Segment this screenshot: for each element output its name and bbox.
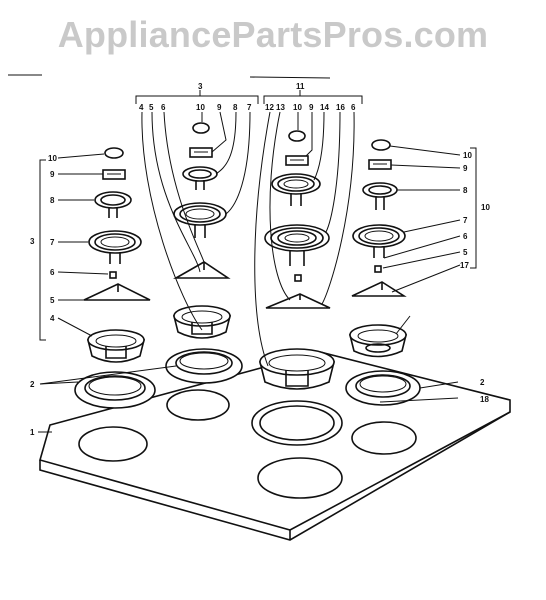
callout-eighteen: 18 xyxy=(480,395,489,404)
callout-top-center-1: 13 xyxy=(276,103,285,112)
callout-top-left-5: 8 xyxy=(233,103,238,112)
callout-top-left-6: 7 xyxy=(247,103,252,112)
callout-top-left-3: 10 xyxy=(196,103,205,112)
drip-bowl-left xyxy=(86,329,146,363)
element-small-rear-left xyxy=(182,166,218,190)
trim-ring-left xyxy=(74,371,156,409)
callout-two-right: 2 xyxy=(480,378,485,387)
callout-left-col-5: 5 xyxy=(50,296,55,305)
callout-top-left-2: 6 xyxy=(161,103,166,112)
callout-two-left: 2 xyxy=(30,380,35,389)
burner-hole-rear-left xyxy=(166,389,230,421)
cap-left xyxy=(104,147,124,159)
watermark: AppliancePartsPros.com xyxy=(57,14,489,55)
callout-group-right: 10 xyxy=(481,203,490,212)
burner-hole-front-left xyxy=(78,426,148,462)
callout-left-col-3: 7 xyxy=(50,238,55,247)
callout-left-col-1: 9 xyxy=(50,170,55,179)
leaders-bottom xyxy=(38,365,177,433)
leaders-top-left xyxy=(141,111,251,331)
callout-right-col-5: 5 xyxy=(463,248,468,257)
cap-center xyxy=(288,130,306,142)
callout-group-left: 3 xyxy=(198,82,203,91)
cap-right xyxy=(371,139,391,151)
leaders-top-center xyxy=(254,111,355,367)
sensor-right xyxy=(374,265,382,273)
callout-top-left-0: 4 xyxy=(139,103,144,112)
callout-right-col-3: 7 xyxy=(463,216,468,225)
callout-top-left-1: 5 xyxy=(149,103,154,112)
burner-hole-rear-right xyxy=(351,421,417,455)
rule-top xyxy=(249,76,331,79)
callout-left-col-0: 10 xyxy=(48,154,57,163)
element-large-left xyxy=(88,230,142,264)
trim-ring-rear-left xyxy=(165,348,243,384)
callout-right-col-6: 17 xyxy=(460,261,469,270)
drip-bowl-rear-left xyxy=(172,305,232,339)
trim-ring-right xyxy=(345,370,421,406)
support-bracket-rear-left xyxy=(172,261,231,279)
burner-hole-front-right xyxy=(257,457,343,499)
element-large-right xyxy=(352,224,406,258)
callout-group-center: 11 xyxy=(296,82,305,91)
support-bracket-right xyxy=(351,281,407,297)
drip-bowl-right xyxy=(348,324,408,358)
callout-top-center-2: 10 xyxy=(293,103,302,112)
leaders-right xyxy=(379,145,461,403)
callout-top-center-3: 9 xyxy=(309,103,314,112)
callout-labels: 3 11 4 5 6 10 9 8 7 12 13 10 9 14 16 6 1… xyxy=(30,82,490,437)
left-brace xyxy=(39,159,46,341)
callout-top-center-5: 16 xyxy=(336,103,345,112)
element-small-left xyxy=(94,191,132,218)
callout-left-col-6: 4 xyxy=(50,314,55,323)
element-small-right xyxy=(362,182,398,210)
callout-left-col-4: 6 xyxy=(50,268,55,277)
callout-left-brace: 3 xyxy=(30,237,35,246)
group-bracket-center xyxy=(263,95,363,104)
callout-right-col-0: 10 xyxy=(463,151,472,160)
callout-right-col-1: 9 xyxy=(463,164,468,173)
support-bracket-left xyxy=(83,283,151,301)
burner-hole-center xyxy=(251,400,343,446)
support-bracket-center xyxy=(265,293,331,309)
callout-one: 1 xyxy=(30,428,35,437)
callout-top-left-4: 9 xyxy=(217,103,222,112)
leaders-left xyxy=(57,153,109,337)
group-bracket-left xyxy=(135,95,259,104)
callout-right-col-2: 8 xyxy=(463,186,468,195)
callout-left-col-2: 8 xyxy=(50,196,55,205)
right-brace xyxy=(470,147,477,269)
callout-right-col-4: 6 xyxy=(463,232,468,241)
sensor-center xyxy=(294,274,302,282)
cap-rear-left xyxy=(192,122,210,134)
element-medium-center xyxy=(271,173,321,206)
callout-top-center-6: 6 xyxy=(351,103,356,112)
drip-bowl-center xyxy=(258,348,336,390)
sensor-left xyxy=(109,271,117,279)
callout-top-center-0: 12 xyxy=(265,103,274,112)
callout-top-center-4: 14 xyxy=(320,103,329,112)
